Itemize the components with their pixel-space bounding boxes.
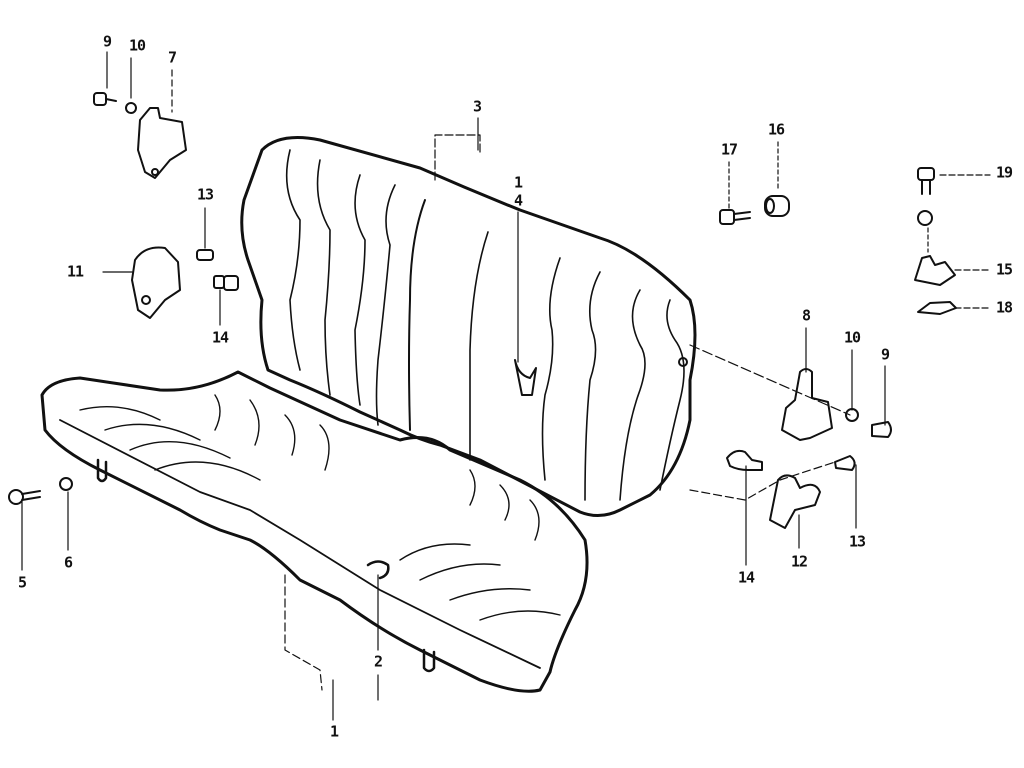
- callout-9-top-left: 9: [102, 32, 112, 51]
- callout-1-seat-cushion: 1: [329, 722, 339, 741]
- callout-10-right: 10: [843, 328, 861, 347]
- callout-14-left: 14: [211, 328, 229, 347]
- callout-15: 15: [995, 260, 1013, 279]
- callout-9-right: 9: [880, 345, 890, 364]
- callout-16: 16: [767, 120, 785, 139]
- callout-12: 12: [790, 552, 808, 571]
- leader-lines: [21, 51, 991, 721]
- callout-10-top-left: 10: [128, 36, 146, 55]
- callout-1-seat-back: 1: [513, 173, 523, 192]
- callout-17: 17: [720, 140, 738, 159]
- callout-13-left: 13: [196, 185, 214, 204]
- seat-cushion: [40, 370, 589, 693]
- callout-2: 2: [373, 652, 383, 671]
- callout-18: 18: [995, 298, 1013, 317]
- callout-8: 8: [801, 306, 811, 325]
- callout-19: 19: [995, 163, 1013, 182]
- callout-13-right: 13: [848, 532, 866, 551]
- callout-6: 6: [63, 553, 73, 572]
- callout-3: 3: [472, 97, 482, 116]
- callout-4: 4: [513, 191, 523, 210]
- seat-back: [240, 136, 697, 517]
- callout-5: 5: [17, 573, 27, 592]
- callout-7: 7: [167, 48, 177, 67]
- callout-11: 11: [66, 262, 84, 281]
- hardware: [8, 92, 957, 529]
- callout-14-right: 14: [737, 568, 755, 587]
